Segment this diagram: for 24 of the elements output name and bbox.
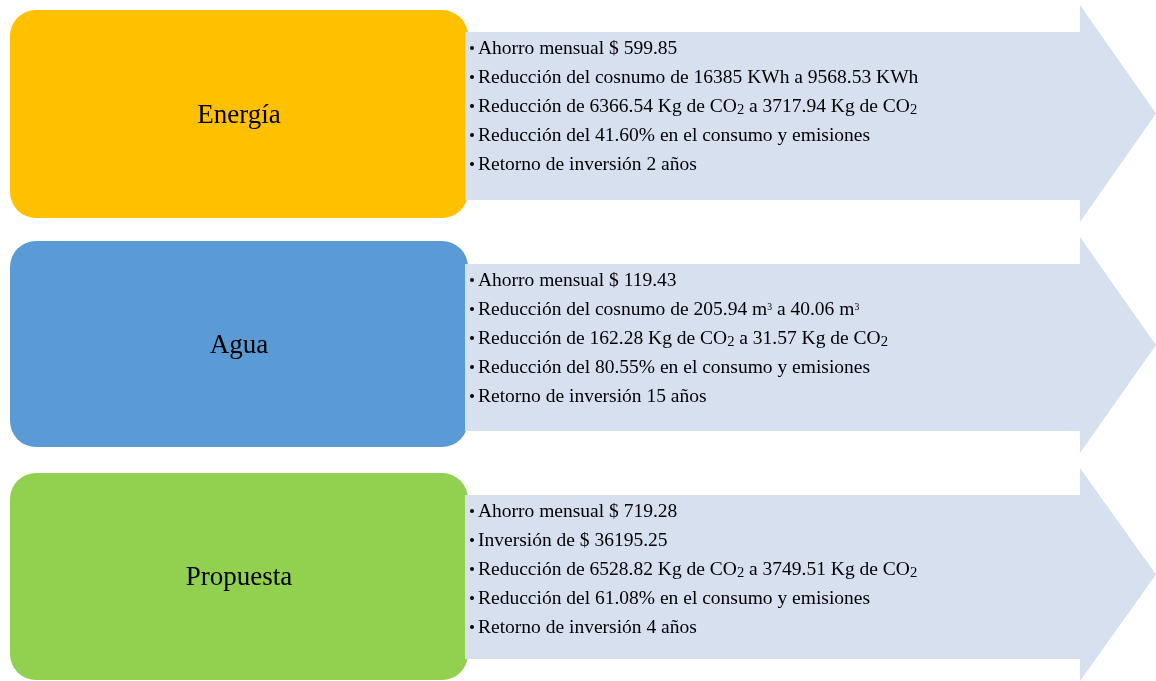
category-label: Energía [197,98,281,130]
arrow-shape [465,468,1156,681]
bullet-text: Reducción del 80.55% en el consumo y emisiones [478,355,871,379]
bullet-text: Reducción de 162.28 Kg de CO$_{2}$ a 31.57 Kg de CO$_{2}$ [478,326,888,352]
bullet-text: Retorno de inversión 2 años [478,152,697,176]
category-label: Propuesta [185,561,293,592]
bullet-text: Retorno de inversión 15 años [478,384,707,408]
bullet-text: Ahorro mensual $ 119.43 [478,268,677,292]
bullet-text: Reducción de 6366.54 Kg de CO$_{2}$ a 3717.94 Kg de CO$_{2}$ [478,94,918,120]
category-box [10,10,468,218]
bullet-text: Reducción del 61.08% en el consumo y emisiones [478,586,871,610]
bullet-text: Reducción del cosnumo de 16385 KWh a 9568.53 KWh [478,65,919,89]
bullet-text: Inversión de $ 36195.25 [478,528,668,552]
arrow-shape [465,5,1156,222]
bullet-text: Retorno de inversión 4 años [478,615,697,639]
bullet-text: Reducción de 6528.82 Kg de CO$_{2}$ a 3749.51 Kg de CO$_{2}$ [478,557,918,583]
category-box [10,473,468,680]
arrow-shape [465,237,1156,453]
bullet-text: Reducción del 41.60% en el consumo y emisiones [478,123,871,147]
bullet-text: Ahorro mensual $ 719.28 [478,499,678,523]
category-label: Agua [209,328,269,360]
category-box [10,241,468,447]
bullet-text: Ahorro mensual $ 599.85 [478,36,678,60]
bullet-text: Reducción del cosnumo de 205.94 m$^{3}$ a 40.06 m$^{3}$ [478,297,860,321]
